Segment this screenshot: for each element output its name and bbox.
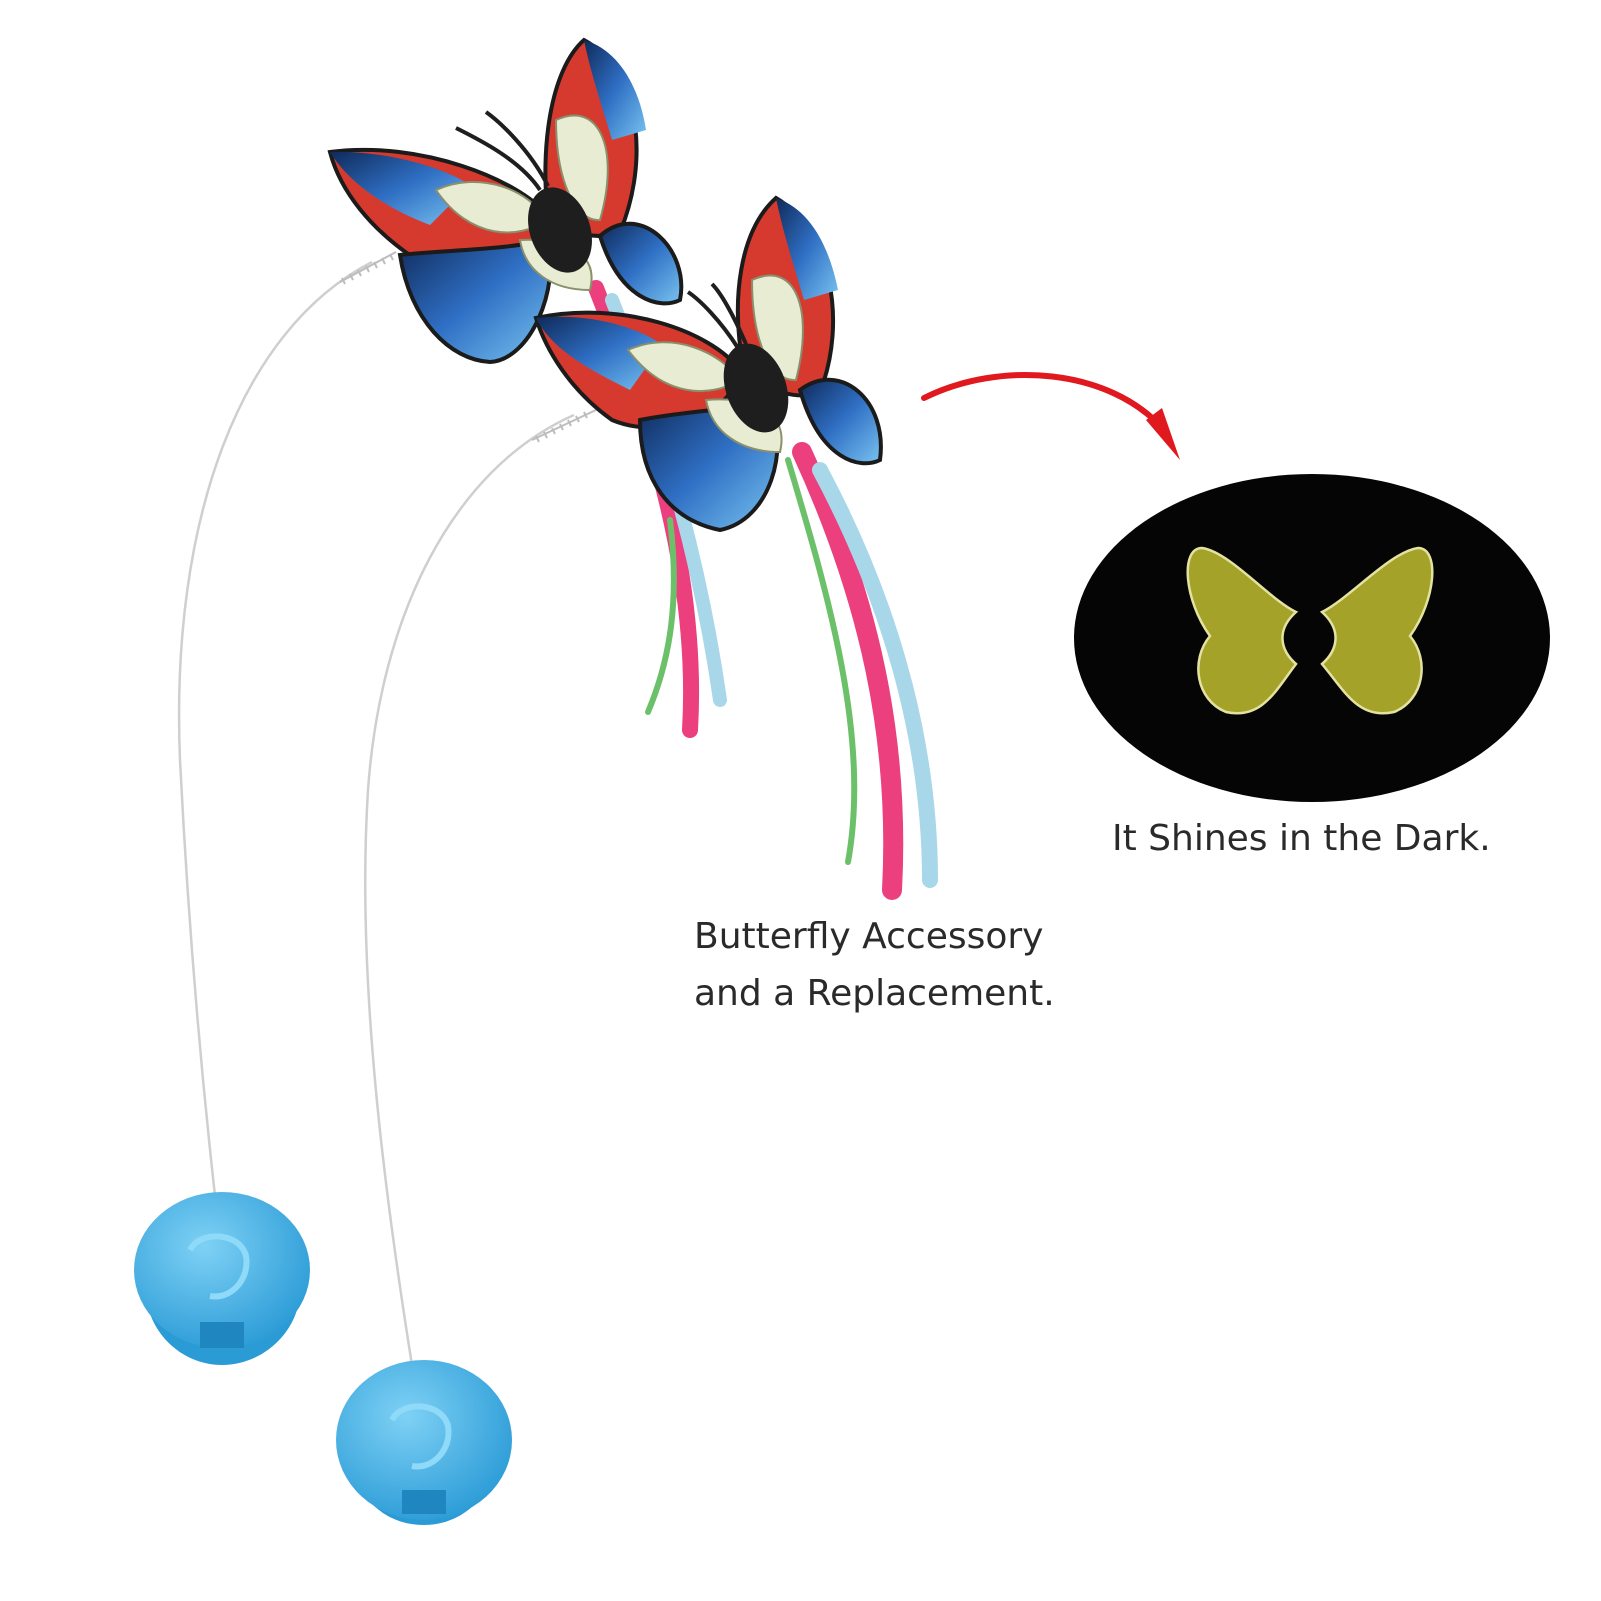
wire-left bbox=[177, 260, 373, 1223]
ribbons-bottom-butterfly bbox=[785, 442, 938, 900]
accessory-caption-line1: Butterfly Accessory bbox=[694, 916, 1044, 957]
spring-left bbox=[339, 251, 397, 285]
wire-right bbox=[363, 413, 575, 1391]
accessory-caption-line2: and a Replacement. bbox=[694, 973, 1055, 1014]
spring-right bbox=[531, 409, 597, 443]
base-right bbox=[336, 1360, 512, 1525]
butterfly-top bbox=[327, 37, 684, 365]
accessory-caption: Butterfly Accessory and a Replacement. bbox=[694, 908, 1055, 1022]
base-left bbox=[134, 1192, 310, 1365]
glowing-butterfly-icon bbox=[1186, 546, 1434, 715]
glow-in-dark-inset bbox=[1074, 474, 1550, 802]
glow-caption: It Shines in the Dark. bbox=[1112, 818, 1491, 859]
butterfly-bottom bbox=[533, 195, 883, 533]
arrow-icon bbox=[921, 372, 1180, 460]
